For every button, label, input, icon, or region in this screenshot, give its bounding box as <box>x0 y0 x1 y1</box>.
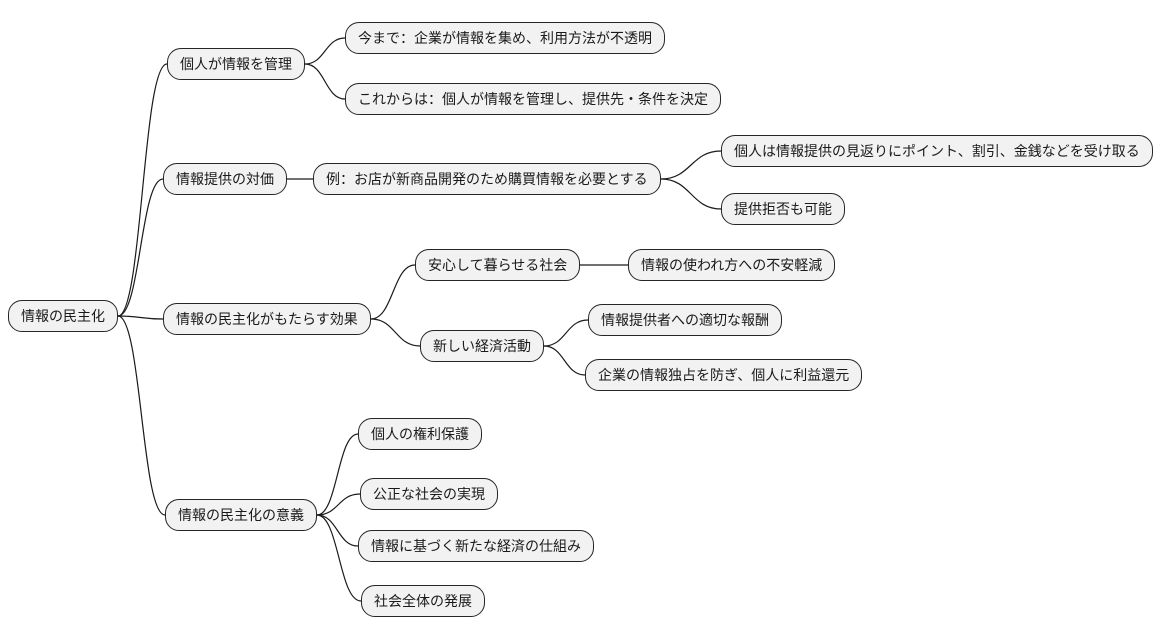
node-societal-development[interactable]: 社会全体の発展 <box>361 585 485 617</box>
node-example-store-purchase-data[interactable]: 例：お店が新商品開発のため購買情報を必要とする <box>313 163 661 195</box>
node-reduced-anxiety-data-usage[interactable]: 情報の使われ方への不安軽減 <box>628 249 836 281</box>
node-democratization-effects[interactable]: 情報の民主化がもたらす効果 <box>163 303 371 335</box>
edge-connector <box>304 37 346 65</box>
node-individual-rights-protection[interactable]: 個人の権利保護 <box>358 418 482 450</box>
edge-connector <box>543 319 589 347</box>
edge-connector <box>117 178 164 317</box>
edge-connector <box>316 514 362 602</box>
edge-connector <box>370 318 421 347</box>
edge-connector <box>543 345 586 376</box>
edge-connector <box>117 63 168 317</box>
edge-connector <box>304 63 346 100</box>
node-personal-data-control[interactable]: 個人が情報を管理 <box>167 48 305 80</box>
node-receive-points-discounts-money[interactable]: 個人は情報提供の見返りにポイント、割引、金銭などを受け取る <box>721 135 1153 167</box>
edge-connector <box>316 514 359 547</box>
edge-connector <box>660 150 722 180</box>
node-new-information-based-economy[interactable]: 情報に基づく新たな経済の仕組み <box>358 530 594 562</box>
edge-connector <box>316 433 359 516</box>
node-fair-reward-for-providers[interactable]: 情報提供者への適切な報酬 <box>588 304 782 336</box>
edge-connector <box>370 264 416 320</box>
node-new-economic-activity[interactable]: 新しい経済活動 <box>420 330 544 362</box>
node-until-now-opaque-usage[interactable]: 今まで：企業が情報を集め、利用方法が不透明 <box>345 22 665 54</box>
edge-connector <box>316 493 361 516</box>
edge-connector <box>660 178 722 210</box>
edge-connector <box>117 315 164 320</box>
node-data-provision-reward[interactable]: 情報提供の対価 <box>163 163 287 195</box>
node-from-now-individual-decides[interactable]: これからは：個人が情報を管理し、提供先・条件を決定 <box>345 83 721 115</box>
node-prevent-monopoly-return-profit[interactable]: 企業の情報独占を防ぎ、個人に利益還元 <box>585 359 863 391</box>
node-secure-society[interactable]: 安心して暮らせる社会 <box>415 249 581 281</box>
node-refusal-possible[interactable]: 提供拒否も可能 <box>721 193 845 225</box>
node-fair-society-realization[interactable]: 公正な社会の実現 <box>360 478 498 510</box>
edge-connector <box>117 315 166 516</box>
node-democratization-significance[interactable]: 情報の民主化の意義 <box>165 499 317 531</box>
node-root[interactable]: 情報の民主化 <box>8 300 118 332</box>
